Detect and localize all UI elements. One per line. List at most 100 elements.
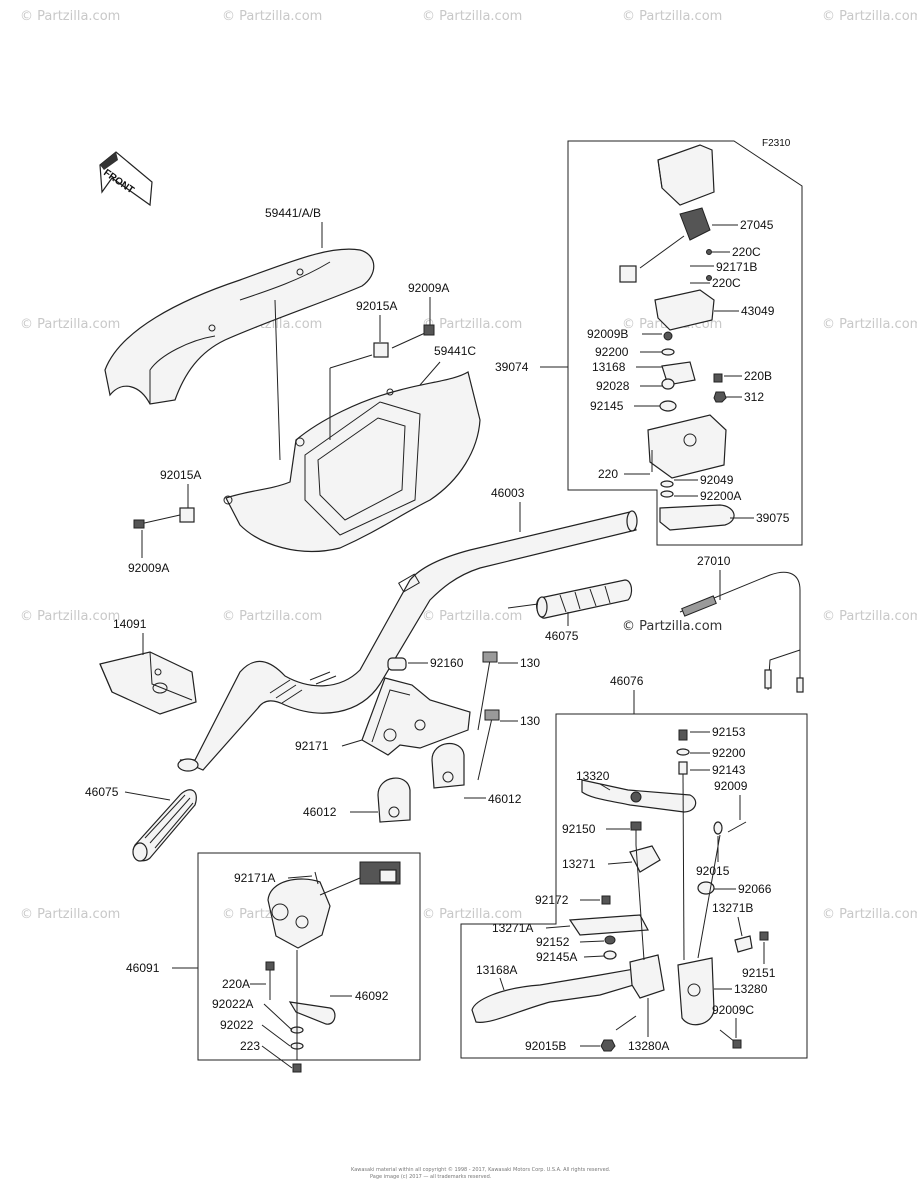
label-92200a: 92200A [700, 489, 741, 503]
label-92009b: 92009B [587, 327, 628, 341]
label-59441c: 59441C [434, 344, 476, 358]
label-27010: 27010 [697, 554, 731, 568]
label-92015b: 92015B [525, 1039, 566, 1053]
holder-46012-left [377, 777, 411, 823]
throttle-case-group [567, 140, 803, 546]
label-13271a: 13271A [492, 921, 533, 935]
label-92015: 92015 [696, 864, 730, 878]
bolt-130-upper [477, 651, 498, 731]
label-92153: 92153 [712, 725, 746, 739]
watermark: © Partzilla.com [422, 907, 522, 922]
label-92066: 92066 [738, 882, 772, 896]
collar-92015a-top [373, 342, 389, 358]
label-46075-left: 46075 [85, 785, 119, 799]
label-13168: 13168 [592, 360, 626, 374]
watermark: © Partzilla.com [222, 609, 322, 624]
label-92200-top: 92200 [595, 345, 629, 359]
holder-46012-right [431, 742, 465, 789]
label-46075-mid: 46075 [545, 629, 579, 643]
label-92009a-left: 92009A [128, 561, 169, 575]
label-46091: 46091 [126, 961, 160, 975]
handlebar-46003 [177, 510, 638, 772]
label-13168a: 13168A [476, 963, 517, 977]
watermark: © Partzilla.com [422, 9, 522, 24]
plate-92171 [361, 677, 471, 756]
label-46076: 46076 [610, 674, 644, 688]
label-92150: 92150 [562, 822, 596, 836]
label-13320: 13320 [576, 769, 610, 783]
label-46003: 46003 [491, 486, 525, 500]
label-92022: 92022 [220, 1018, 254, 1032]
switch-assembly-group [197, 852, 421, 1073]
watermark: © Partzilla.com [20, 9, 120, 24]
collar-92160 [387, 657, 407, 671]
label-27045: 27045 [740, 218, 774, 232]
label-46092: 46092 [355, 989, 389, 1003]
grip-left-46075 [132, 789, 197, 862]
label-92015a-top: 92015A [356, 299, 397, 313]
watermark: © Partzilla.com [20, 317, 120, 332]
label-130-a: 130 [520, 656, 540, 670]
label-130-b: 130 [520, 714, 540, 728]
label-220a: 220A [222, 977, 250, 991]
bolt-130-lower [477, 709, 500, 781]
label-43049: 43049 [741, 304, 775, 318]
front-arrow-icon: FRONT [99, 151, 153, 207]
watermark: © Partzilla.com [422, 317, 522, 332]
label-92160: 92160 [430, 656, 464, 670]
label-92143: 92143 [712, 763, 746, 777]
label-223: 223 [240, 1039, 260, 1053]
handlebar-cover-lower [223, 371, 481, 552]
watermark: © Partzilla.com [822, 907, 917, 922]
label-13280a: 13280A [628, 1039, 669, 1053]
label-92009: 92009 [714, 779, 748, 793]
label-220c-a: 220C [732, 245, 761, 259]
label-39074: 39074 [495, 360, 529, 374]
brake-lever-group: 46076 [460, 674, 808, 1059]
label-92151: 92151 [742, 966, 776, 980]
label-92172: 92172 [535, 893, 569, 907]
label-46012-b: 46012 [488, 792, 522, 806]
watermark: © Partzilla.com [822, 609, 917, 624]
watermark: © Partzilla.com [422, 609, 522, 624]
diagram-code: F2310 [762, 138, 791, 149]
label-59441: 59441/A/B [265, 206, 321, 220]
label-39075: 39075 [756, 511, 790, 525]
label-92200-mid: 92200 [712, 746, 746, 760]
footer-line-2: Page image (c) 2017 — all trademarks res… [370, 1174, 492, 1180]
bolt-92009a-top [391, 324, 435, 349]
watermark: © Partzilla.com [822, 317, 917, 332]
label-46012-a: 46012 [303, 805, 337, 819]
label-220b: 220B [744, 369, 772, 383]
label-92015a-left: 92015A [160, 468, 201, 482]
label-220c-b: 220C [712, 276, 741, 290]
label-92028: 92028 [596, 379, 630, 393]
watermark: © Partzilla.com [822, 9, 917, 24]
bolt-92009a-left [133, 514, 181, 529]
label-92145: 92145 [590, 399, 624, 413]
label-92009a-top: 92009A [408, 281, 449, 295]
label-13271b: 13271B [712, 901, 753, 915]
label-92049: 92049 [700, 473, 734, 487]
handlebar-cover-upper [104, 248, 375, 405]
label-92009c: 92009C [712, 1003, 754, 1017]
watermark: © Partzilla.com [20, 609, 120, 624]
label-92171: 92171 [295, 739, 329, 753]
label-92171a: 92171A [234, 871, 275, 885]
watermark-dark: © Partzilla.com [622, 619, 722, 634]
footer-line-1: Kawasaki material within all copyright ©… [351, 1166, 611, 1173]
label-92171b: 92171B [716, 260, 757, 274]
watermark: © Partzilla.com [222, 9, 322, 24]
watermark: © Partzilla.com [20, 907, 120, 922]
label-14091: 14091 [113, 617, 147, 631]
label-92152: 92152 [536, 935, 570, 949]
collar-92015a-left [179, 507, 195, 523]
label-312: 312 [744, 390, 764, 404]
label-220: 220 [598, 467, 618, 481]
bracket-14091 [99, 651, 197, 715]
throttle-cable-27010 [679, 571, 804, 693]
grip-right-46075 [507, 579, 633, 619]
label-13280: 13280 [734, 982, 768, 996]
label-92145a: 92145A [536, 950, 577, 964]
